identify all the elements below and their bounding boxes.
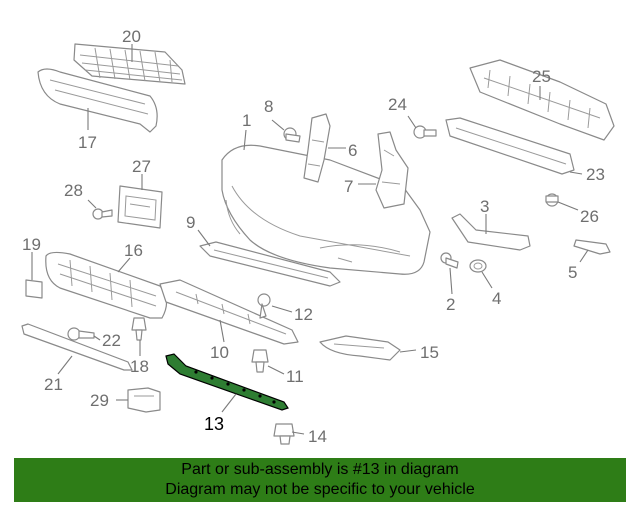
callout-13-highlighted: 13 (204, 414, 224, 434)
callout-4: 4 (492, 289, 501, 308)
callout-9: 9 (186, 213, 195, 232)
callout-6: 6 (348, 141, 357, 160)
callout-22: 22 (102, 331, 121, 350)
callout-21: 21 (44, 375, 63, 394)
part-bolt-8 (283, 127, 301, 143)
part-bolt-12 (257, 293, 271, 319)
callout-28: 28 (64, 181, 83, 200)
callout-18: 18 (130, 357, 149, 376)
callout-16: 16 (124, 241, 143, 260)
banner-line-1: Part or sub-assembly is #13 in diagram (181, 461, 459, 478)
part-bumper-cover (221, 144, 431, 275)
part-13-lower-molding-highlighted[interactable] (165, 353, 289, 411)
callout-24: 24 (388, 95, 407, 114)
part-reinforcement-beam (469, 59, 615, 141)
part-clip-14 (273, 423, 295, 445)
callout-numbers: 20 17 27 28 19 16 22 21 18 29 1 9 10 8 6… (22, 27, 605, 446)
part-clip-11 (251, 349, 269, 373)
callout-29: 29 (90, 391, 109, 410)
part-bolt-24 (413, 125, 437, 139)
part-lower-trim (21, 323, 133, 371)
callout-14: 14 (308, 427, 327, 446)
callout-8: 8 (264, 97, 273, 116)
part-absorber-9 (199, 241, 341, 287)
callout-27: 27 (132, 157, 151, 176)
callout-1: 1 (242, 111, 251, 130)
callout-12: 12 (294, 305, 313, 324)
part-bracket-7 (375, 131, 409, 209)
callout-25: 25 (532, 67, 551, 86)
part-bracket-6 (303, 113, 331, 183)
part-lower-grille (45, 251, 168, 319)
parts-diagram: 20 17 27 28 19 16 22 21 18 29 1 9 10 8 6… (21, 27, 615, 446)
banner-line-2: Diagram may not be specific to your vehi… (165, 481, 475, 498)
callout-17: 17 (78, 133, 97, 152)
callout-10: 10 (210, 343, 229, 362)
part-grille-frame (37, 68, 158, 133)
part-upper-grille (73, 43, 186, 85)
part-lower-cover (159, 279, 299, 345)
callout-3: 3 (480, 197, 489, 216)
part-license-bracket (117, 185, 163, 229)
part-grommet-4 (469, 259, 487, 273)
part-absorber-23 (445, 117, 575, 175)
info-banner: Part or sub-assembly is #13 in diagram D… (14, 458, 626, 502)
callout-23: 23 (586, 165, 605, 184)
callout-11: 11 (286, 367, 304, 386)
callout-19: 19 (22, 235, 41, 254)
callout-7: 7 (344, 177, 353, 196)
callout-15: 15 (420, 343, 439, 362)
part-clip-26 (545, 193, 559, 207)
callout-26: 26 (580, 207, 599, 226)
part-side-bracket (451, 213, 531, 251)
part-screw-28 (92, 208, 113, 220)
part-bolt-22 (67, 327, 95, 341)
part-tab-19 (25, 279, 43, 299)
callout-2: 2 (446, 295, 455, 314)
part-bolt-2 (440, 252, 459, 269)
callout-5: 5 (568, 263, 577, 282)
part-clip-18 (131, 317, 147, 341)
leader-lines (31, 44, 589, 435)
callout-20: 20 (122, 27, 141, 46)
part-bracket-5 (573, 239, 611, 255)
part-fog-bezel (319, 335, 401, 361)
part-bracket-29 (127, 387, 161, 413)
